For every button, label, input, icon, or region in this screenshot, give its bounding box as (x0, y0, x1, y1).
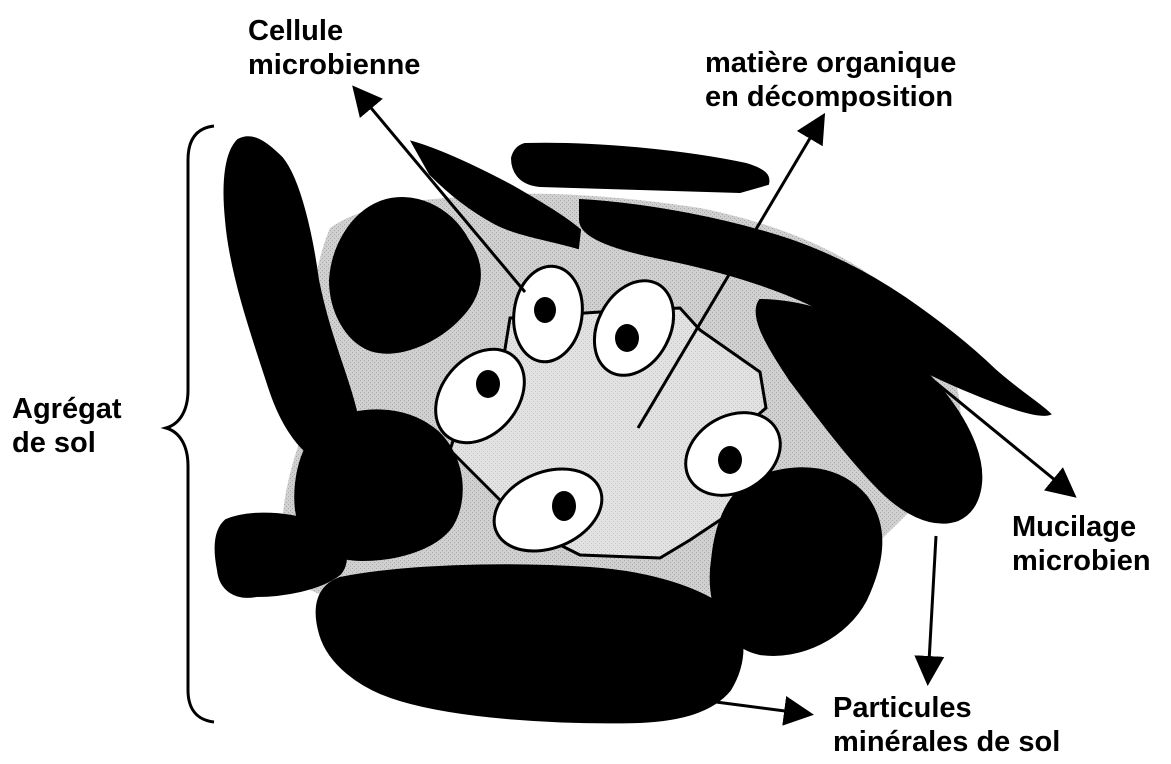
agregat-de-sol-label: Agrégat de sol (12, 392, 122, 460)
cellule-label-line-2: microbienne (248, 48, 420, 82)
aggregate-brace (166, 126, 214, 722)
particules-minerales-label: Particules minérales de sol (833, 691, 1060, 759)
particules-arrow-vertical (928, 536, 936, 680)
mucilage-label-line-1: Mucilage (1012, 510, 1151, 544)
mucilage-label-line-2: microbien (1012, 544, 1151, 578)
cellule-microbienne-label: Cellule microbienne (248, 14, 420, 82)
particules-label-line-1: Particules (833, 691, 1060, 725)
mucilage-microbien-label: Mucilage microbien (1012, 510, 1151, 578)
matiere-label-line-1: matière organique (705, 46, 956, 80)
particules-arrow-horizontal (716, 702, 808, 714)
particules-label-line-2: minérales de sol (833, 725, 1060, 759)
cellule-label-line-1: Cellule (248, 14, 420, 48)
matiere-label-line-2: en décomposition (705, 80, 956, 114)
matiere-organique-label: matière organique en décomposition (705, 46, 956, 114)
agregat-label-line-1: Agrégat (12, 392, 122, 426)
mineral-particle (512, 144, 768, 192)
agregat-label-line-2: de sol (12, 426, 122, 460)
mineral-particle (317, 565, 743, 722)
